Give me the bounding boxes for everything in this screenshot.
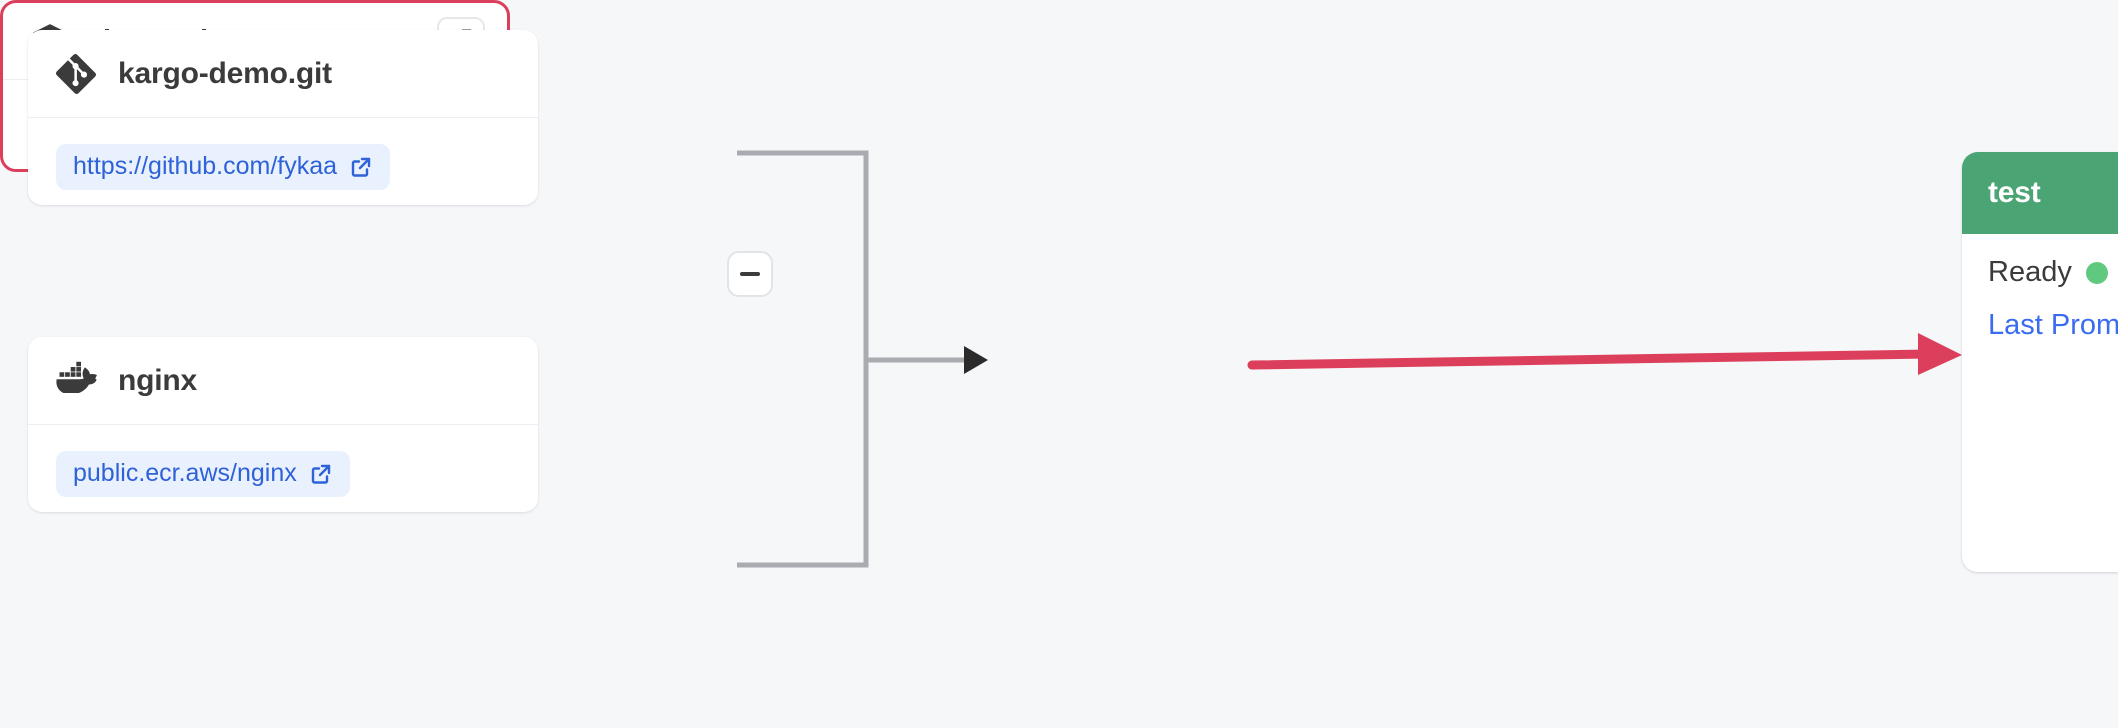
- source-card-header: kargo-demo.git: [28, 30, 538, 118]
- source-card-body: https://github.com/fykaa: [28, 118, 538, 216]
- source-to-warehouse-edges: [737, 150, 972, 568]
- source-url-label: public.ecr.aws/nginx: [73, 459, 297, 487]
- last-promotion-link[interactable]: Last Promotion: [1988, 309, 2118, 341]
- external-link-icon: [349, 155, 373, 179]
- promotion-edge: [1247, 333, 1962, 375]
- health-status-dot: [2085, 261, 2108, 284]
- external-link-icon: [309, 462, 333, 486]
- stage-card-header: test: [1962, 152, 2118, 234]
- edge-arrowhead: [964, 346, 988, 374]
- source-url-chip[interactable]: https://github.com/fykaa: [56, 144, 391, 190]
- stage-name: test: [1988, 176, 2041, 209]
- docker-icon: [56, 361, 97, 401]
- source-card-kargo-demo-git[interactable]: kargo-demo.git https://github.com/fykaa: [28, 30, 538, 205]
- stage-card-test[interactable]: test Ready Last Promotion: [1962, 152, 2118, 572]
- stage-card-body: Ready Last Promotion: [1962, 234, 2118, 342]
- source-card-header: nginx: [28, 337, 538, 425]
- source-url-label: https://github.com/fykaa: [73, 152, 338, 180]
- source-card-nginx[interactable]: nginx public.ecr.aws/nginx: [28, 337, 538, 512]
- bracket-path: [737, 150, 869, 568]
- source-card-title: kargo-demo.git: [118, 56, 332, 90]
- source-card-body: public.ecr.aws/nginx: [28, 425, 538, 523]
- source-url-chip[interactable]: public.ecr.aws/nginx: [56, 451, 350, 497]
- stage-health-row: Ready: [1988, 256, 2118, 289]
- collapse-warehouse-button[interactable]: [727, 251, 773, 297]
- source-card-title: nginx: [118, 363, 197, 397]
- stage-health-label: Ready: [1988, 256, 2072, 288]
- git-icon: [55, 53, 97, 94]
- minus-icon: [740, 272, 760, 276]
